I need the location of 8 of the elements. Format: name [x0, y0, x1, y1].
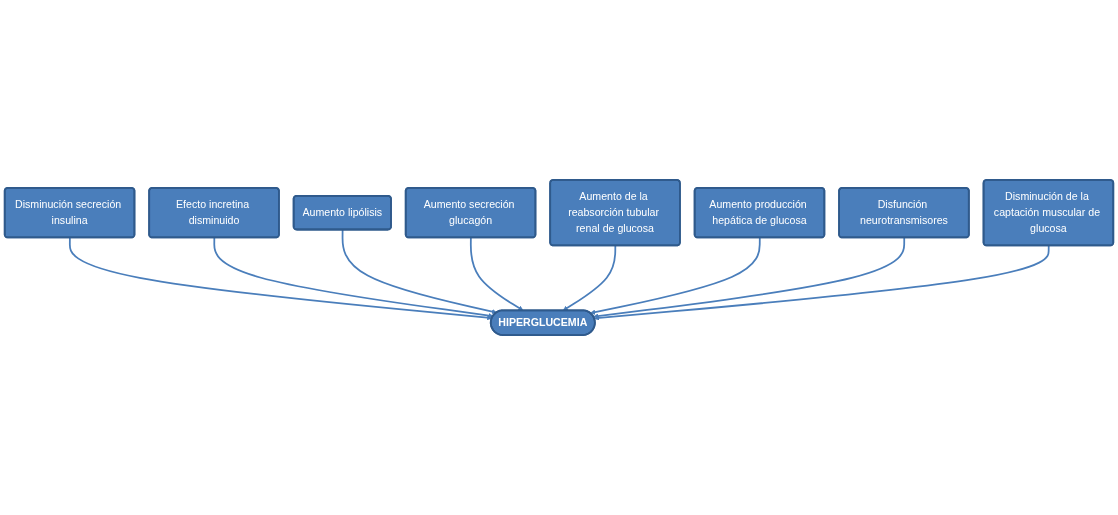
- arrow: [562, 244, 617, 311]
- arrow: [593, 236, 906, 319]
- arrow: [594, 244, 1050, 321]
- arrow: [213, 236, 494, 319]
- arrow: [68, 236, 493, 321]
- arrow: [590, 236, 761, 315]
- arrow: [341, 228, 497, 315]
- arrow: [469, 236, 524, 311]
